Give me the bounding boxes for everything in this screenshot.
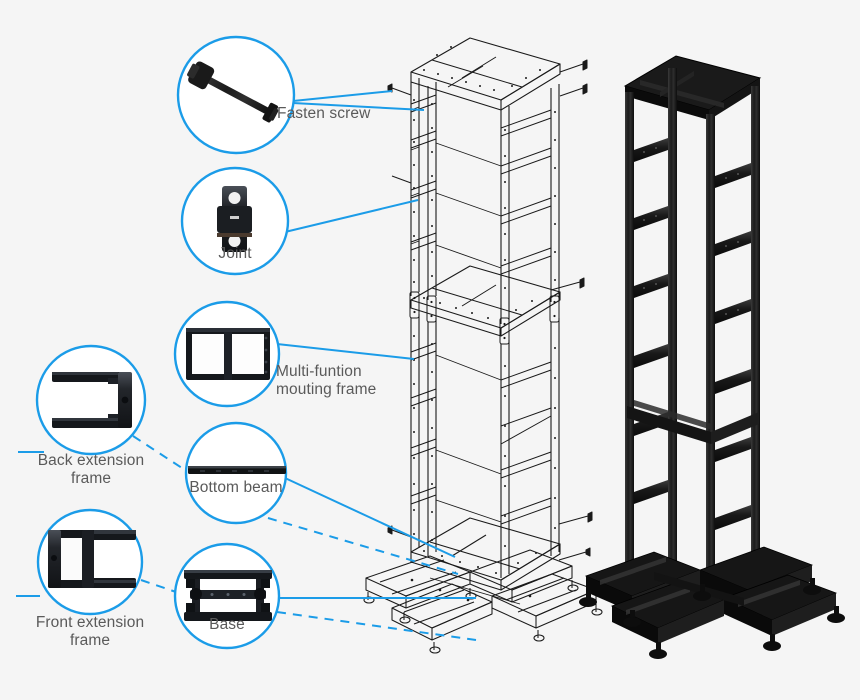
- leader-bottom-beam-dashed: [267, 517, 459, 575]
- label-joint: Joint: [218, 245, 252, 262]
- leader-front-extension: [140, 579, 177, 593]
- base-icon: [184, 570, 272, 621]
- leader-mounting-frame: [276, 343, 415, 360]
- back-extension-icon: [52, 372, 132, 428]
- base-part: [363, 549, 603, 654]
- mounting-frame-icon: [186, 328, 270, 380]
- leader-base-dashed: [276, 611, 477, 641]
- bottom-beam-part: [410, 517, 561, 591]
- leader-fasten-screw-a: [292, 90, 393, 102]
- joint-icon: [217, 186, 252, 252]
- exploded-rack-line-drawing: [363, 37, 603, 654]
- leader-lines-dashed: [132, 435, 477, 641]
- label-bottom-beam: Bottom beam: [189, 479, 283, 496]
- label-multi-function-mounting-frame: Multi-funtion mouting frame: [276, 363, 377, 398]
- leader-bottom-beam: [284, 477, 456, 558]
- screw-icon: [187, 61, 279, 123]
- leader-lines: [16, 90, 476, 599]
- assembled-rack-photo: [579, 55, 845, 659]
- leader-joint: [284, 199, 419, 233]
- label-fasten-screw: Fasten screw: [277, 105, 371, 122]
- label-base: Base: [209, 616, 245, 633]
- leader-fasten-screw-b: [292, 102, 425, 111]
- fasten-screw-part: [387, 59, 588, 291]
- leader-back-extension: [132, 435, 183, 469]
- label-front-extension-frame: Front extension frame: [35, 614, 145, 649]
- beam-icon: [188, 466, 286, 474]
- front-extension-icon: [48, 530, 136, 588]
- label-back-extension-frame: Back extension frame: [37, 452, 145, 487]
